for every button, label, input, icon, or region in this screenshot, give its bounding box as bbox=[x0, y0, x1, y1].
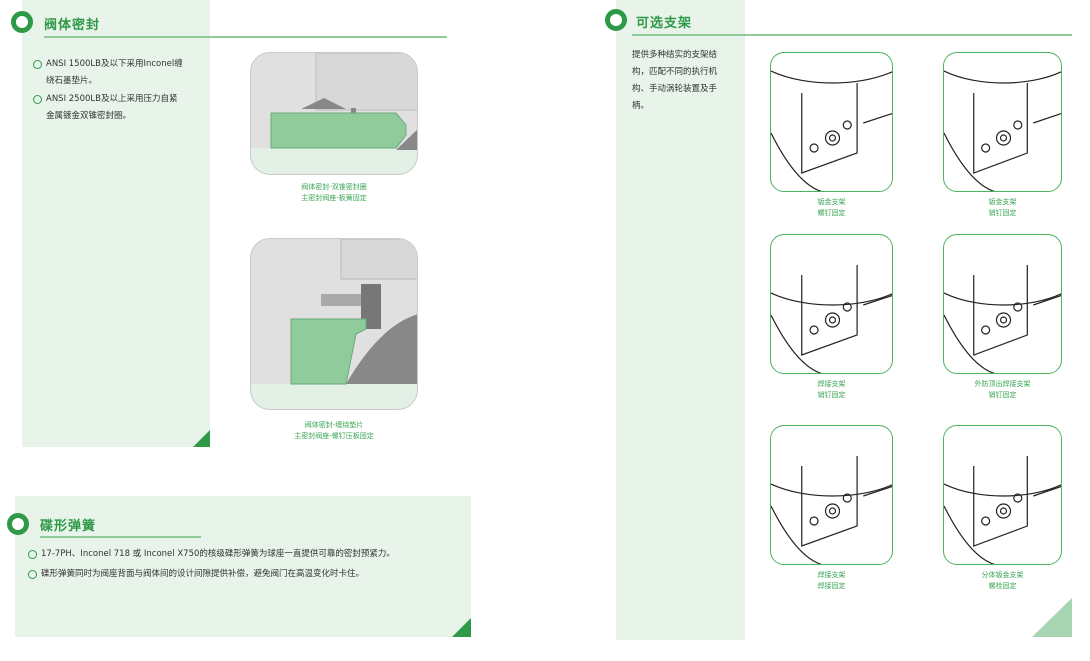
section-ring-icon bbox=[7, 513, 29, 535]
bracket-caption: 钣金支架螺钉固定 bbox=[770, 197, 893, 219]
bullet-circle-icon bbox=[28, 570, 37, 579]
body-seal-bullet: ANSI 2500LB及以上采用压力自紧金属镀金双锥密封圈。 bbox=[33, 91, 183, 125]
bullet-circle-icon bbox=[28, 550, 37, 559]
caption-line: 外防顶出焊接支架 bbox=[974, 380, 1031, 388]
caption-line: 焊接支架 bbox=[817, 571, 846, 579]
caption-line: 钣金支架 bbox=[817, 198, 846, 206]
bracket-description: 提供多种结实的支架结构，匹配不同的执行机构、手动涡轮装置及手柄。 bbox=[632, 50, 718, 111]
bracket-caption: 焊接支架焊接固定 bbox=[770, 570, 893, 592]
section-ring-icon bbox=[605, 9, 627, 31]
caption-line: 销钉固定 bbox=[817, 391, 846, 399]
disc-spring-panel bbox=[15, 496, 471, 637]
body-seal-title: 阀体密封 bbox=[44, 18, 101, 33]
caption-line: 焊接支架 bbox=[817, 380, 846, 388]
gasket-seal-diagram bbox=[250, 238, 418, 410]
corner-triangle bbox=[1032, 598, 1072, 637]
caption-line: 销钉固定 bbox=[988, 209, 1017, 217]
disc-spring-bullet: 碟形弹簧同时为阀座背面与阀体间的设计间隙提供补偿，避免阀门在高温变化时卡住。 bbox=[28, 566, 468, 583]
corner-triangle bbox=[452, 618, 471, 637]
disc-spring-bullet: 17-7PH、Inconel 718 或 Inconel X750的核级碟形弹簧… bbox=[28, 546, 468, 563]
diagram-caption: 阀体密封-双锥密封圈主密封阀座-板簧固定 bbox=[301, 183, 367, 202]
section-ring-icon bbox=[11, 11, 33, 33]
bracket-image bbox=[770, 234, 893, 374]
body-seal-panel bbox=[22, 0, 210, 447]
caption-line: 螺钉固定 bbox=[817, 209, 846, 217]
bracket-caption: 外防顶出焊接支架销钉固定 bbox=[943, 379, 1062, 401]
body-seal-rule bbox=[44, 36, 447, 38]
bracket-panel bbox=[616, 0, 745, 640]
bracket-rule bbox=[632, 34, 1072, 36]
double-cone-seal-diagram bbox=[250, 52, 418, 175]
bracket-image bbox=[943, 234, 1062, 374]
caption-line: 焊接固定 bbox=[817, 582, 846, 590]
diagram-caption: 阀体密封-缠绕垫片主密封阀座-螺钉压板固定 bbox=[294, 421, 374, 440]
bullet-circle-icon bbox=[33, 95, 42, 104]
bracket-image bbox=[770, 425, 893, 565]
caption-line: 销钉固定 bbox=[988, 391, 1017, 399]
bracket-image bbox=[770, 52, 893, 192]
bullet-circle-icon bbox=[33, 60, 42, 69]
caption-line: 分体钣金支架 bbox=[981, 571, 1024, 579]
disc-spring-rule bbox=[40, 536, 201, 538]
body-seal-bullet: ANSI 1500LB及以下采用Inconel缠绕石墨垫片。 bbox=[33, 56, 183, 90]
caption-line: 钣金支架 bbox=[988, 198, 1017, 206]
bracket-image bbox=[943, 425, 1062, 565]
bracket-caption: 焊接支架销钉固定 bbox=[770, 379, 893, 401]
bracket-title: 可选支架 bbox=[636, 16, 693, 31]
caption-line: 螺栓固定 bbox=[988, 582, 1017, 590]
bracket-caption: 钣金支架销钉固定 bbox=[943, 197, 1062, 219]
bracket-caption: 分体钣金支架螺栓固定 bbox=[943, 570, 1062, 592]
corner-triangle bbox=[193, 430, 210, 447]
disc-spring-title: 碟形弹簧 bbox=[40, 519, 97, 534]
bracket-image bbox=[943, 52, 1062, 192]
